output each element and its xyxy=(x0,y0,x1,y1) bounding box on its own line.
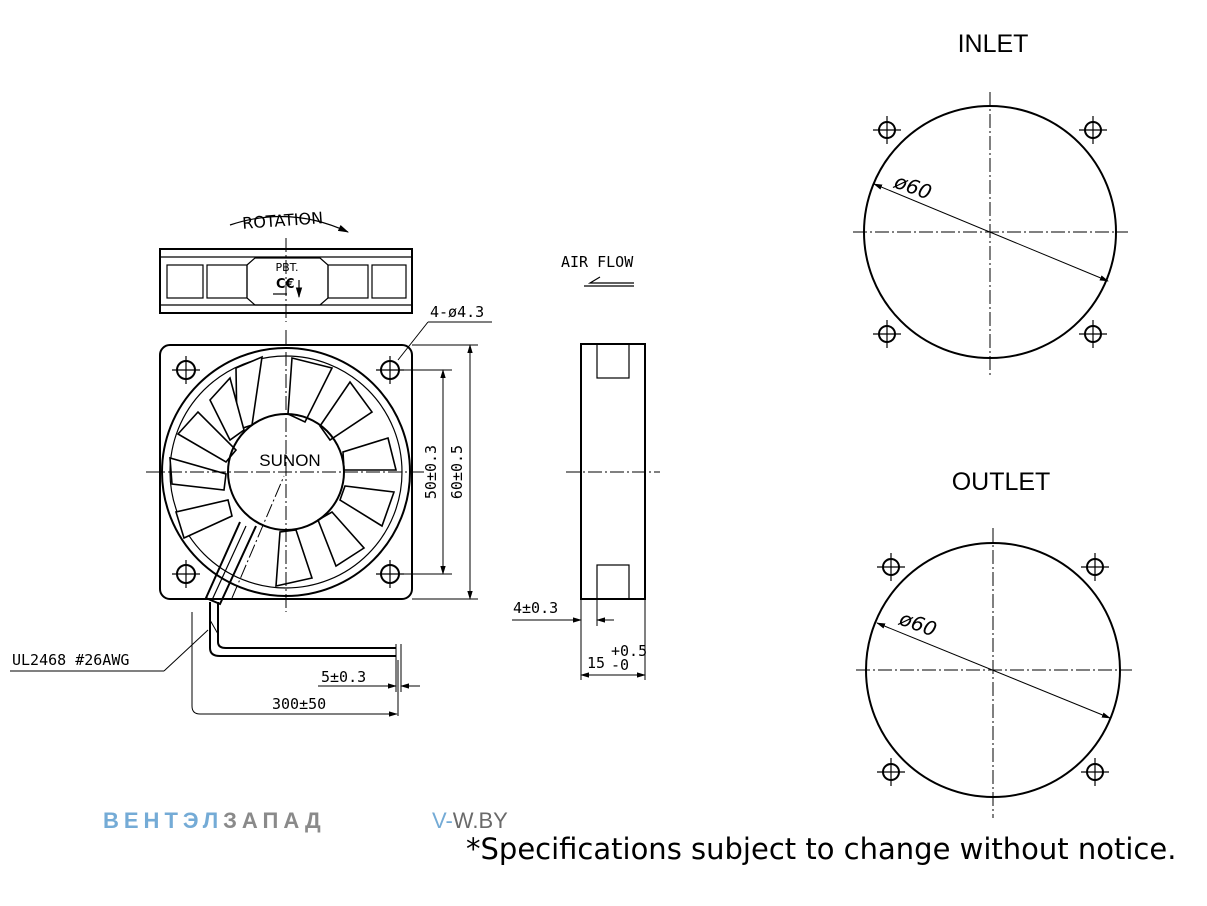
impeller-blades xyxy=(169,355,398,588)
depth-tol-minus: -0 xyxy=(611,656,629,674)
outlet-mount-holes xyxy=(877,553,1109,786)
cable-spec-label: UL2468 #26AWG xyxy=(12,651,129,669)
inlet-label: INLET xyxy=(958,30,1029,58)
wall-thickness-dim: 4±0.3 xyxy=(513,599,558,617)
disclaimer-note: *Specifications subject to change withou… xyxy=(466,832,1177,866)
frame-size-dim: 60±0.5 xyxy=(448,445,466,499)
rotation-label: ROTATION xyxy=(242,208,324,233)
cable-length-dim: 300±50 xyxy=(272,695,326,713)
fan-top-view: ROTATION PBT. C€ xyxy=(159,208,413,322)
ce-mark-icon: C€ xyxy=(276,277,295,292)
outlet-diameter-label: ø60 xyxy=(895,606,940,642)
outlet-hole-pattern: OUTLET ø60 xyxy=(856,468,1132,818)
hole-spec-label: 4-ø4.3 xyxy=(430,303,484,321)
strip-length-dim: 5±0.3 xyxy=(321,668,366,686)
site-link[interactable]: V-W.BY xyxy=(432,808,508,833)
material-label: PBT. xyxy=(275,261,298,274)
inlet-hole-pattern: INLET ø60 xyxy=(853,30,1128,378)
fan-front-view: SUNON 4-ø4.3 50±0.3 60±0.5 UL2468 #26AWG xyxy=(10,303,492,717)
outlet-label: OUTLET xyxy=(952,468,1051,496)
brand-logo: ВЕНТЭЛЗАПАД xyxy=(103,808,326,833)
depth-dim: 15 xyxy=(587,654,605,672)
hole-pitch-dim: 50±0.3 xyxy=(422,445,440,499)
inlet-mount-holes xyxy=(873,116,1107,348)
fan-side-view: AIR FLOW 4±0.3 15 +0.5 -0 xyxy=(512,253,660,680)
air-flow-label: AIR FLOW xyxy=(561,253,634,271)
depth-tol-plus: +0.5 xyxy=(611,642,647,660)
hub-brand-label: SUNON xyxy=(259,451,320,470)
mount-holes xyxy=(172,356,404,588)
inlet-diameter-label: ø60 xyxy=(890,169,935,205)
